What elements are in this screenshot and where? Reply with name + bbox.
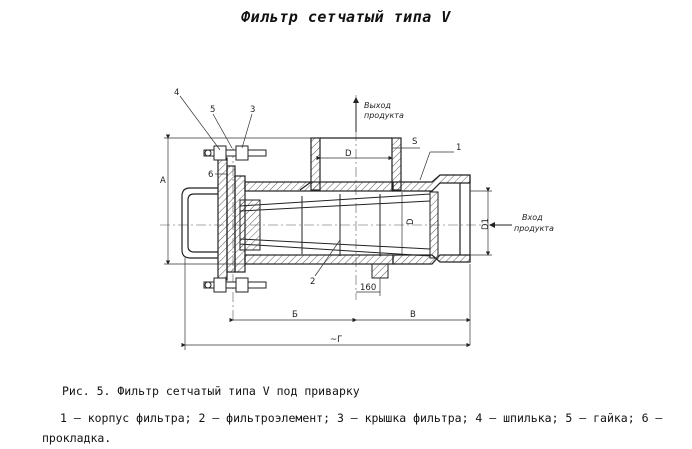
parts-legend: 1 – корпус фильтра; 2 – фильтроэлемент; …: [42, 408, 682, 448]
flow-arrows: [353, 97, 512, 228]
part-label-4: 4: [174, 88, 179, 98]
dim-v-label: В: [410, 310, 416, 320]
part-label-5: 5: [210, 105, 215, 115]
dim-g-label: ~Г: [330, 335, 342, 345]
part-label-3: 3: [250, 105, 255, 115]
parts-legend-text: 1 – корпус фильтра; 2 – фильтроэлемент; …: [42, 411, 663, 445]
drawing-title: Фильтр сетчатый типа V: [241, 8, 451, 26]
dim-b-label: Б: [292, 310, 298, 320]
figure-caption: Рис. 5. Фильтр сетчатый типа V под прива…: [62, 384, 360, 398]
inlet-label-line1: Вход: [522, 213, 543, 222]
part-label-1: 1: [456, 143, 461, 153]
part-label-2: 2: [310, 277, 315, 287]
dim-d-body-label: D: [406, 218, 416, 225]
dimension-lines: [164, 134, 492, 350]
dim-a-label: A: [160, 176, 166, 186]
part-label-6: 6: [208, 170, 213, 180]
filter-element: [239, 191, 439, 259]
inlet-label-line2: продукта: [514, 224, 554, 233]
dim-160-label: 160: [360, 283, 376, 293]
dim-d-outlet-label: D: [345, 149, 352, 159]
outlet-label-line1: Выход: [364, 101, 391, 110]
flange-cover: [181, 157, 246, 281]
studs-and-nuts: [203, 145, 267, 293]
dim-s-label: S: [412, 137, 417, 147]
outlet-branch: [299, 137, 402, 191]
part-leaders: [179, 95, 454, 277]
dim-d1-label: D1: [481, 218, 491, 230]
filter-technical-drawing: Выход продукта Вход продукта A S D D D1 …: [160, 88, 554, 350]
outlet-label-line2: продукта: [364, 111, 404, 120]
drain-plug: [371, 263, 389, 279]
